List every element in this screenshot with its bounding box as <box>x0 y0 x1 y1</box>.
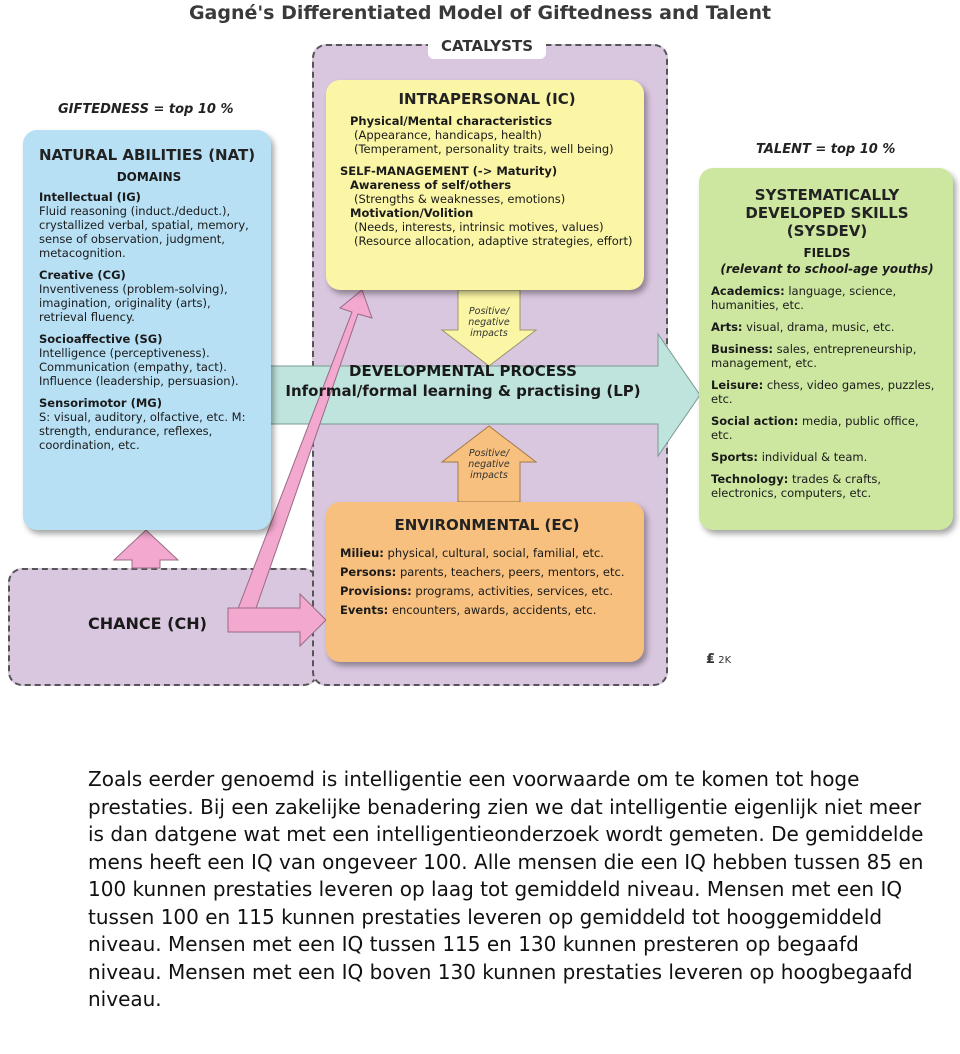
talent-label: TALENT = top 10 % <box>756 142 896 157</box>
process-title: DEVELOPMENTAL PROCESS <box>349 362 577 380</box>
natural-abilities-box: NATURAL ABILITIES (NAT) DOMAINS Intellec… <box>23 130 271 530</box>
env-item: Milieu: physical, cultural, social, fami… <box>340 546 604 560</box>
nat-subheading: DOMAINS <box>116 170 182 184</box>
intra-line: (Appearance, handicaps, health) <box>354 128 542 142</box>
nat-item: Intellectual (IG)Fluid reasoning (induct… <box>39 190 249 260</box>
nat-item: Socioaffective (SG)Intelligence (percept… <box>39 332 239 388</box>
sysdev-item: Arts: visual, drama, music, etc. <box>711 320 895 334</box>
nat-item: Sensorimotor (MG)S: visual, auditory, ol… <box>39 396 246 452</box>
sysdev-item: Technology: trades & crafts, electronics… <box>711 472 882 500</box>
process-subtitle: Informal/formal learning & practising (L… <box>285 382 641 400</box>
developmental-process: DEVELOPMENTAL PROCESS Informal/formal le… <box>268 362 658 400</box>
sysdev-item: Sports: individual & team. <box>711 450 868 464</box>
sysdev-heading: SYSTEMATICALLY DEVELOPED SKILLS (SYSDEV) <box>745 186 909 240</box>
sysdev-item: Academics: language, science, humanities… <box>711 284 897 312</box>
arrows-layer <box>112 289 701 648</box>
intra-motivation-title: Motivation/Volition <box>350 206 474 220</box>
catalysts-label: CATALYSTS <box>428 33 546 59</box>
env-impact-arrow <box>440 425 538 503</box>
environmental-box: ENVIRONMENTAL (EC) Milieu: physical, cul… <box>326 502 644 662</box>
nat-item: Creative (CG)Inventiveness (problem-solv… <box>39 268 228 324</box>
intra-impact-arrow <box>440 289 538 367</box>
body-paragraph: Zoals eerder genoemd is intelligentie ee… <box>88 767 924 1011</box>
intra-physical-title: Physical/Mental characteristics <box>350 114 553 128</box>
intra-line: (Needs, interests, intrinsic motives, va… <box>354 220 604 234</box>
sysdev-box: SYSTEMATICALLY DEVELOPED SKILLS (SYSDEV)… <box>699 168 953 530</box>
copyright-icon: ₤ <box>706 652 716 667</box>
env-heading: ENVIRONMENTAL (EC) <box>394 516 580 534</box>
chance-to-nat-arrow <box>112 529 180 569</box>
intra-line: (Resource allocation, adaptive strategie… <box>354 234 633 248</box>
chance-to-env-arrow <box>227 592 327 648</box>
nat-heading: NATURAL ABILITIES (NAT) <box>39 146 256 164</box>
env-item: Events: encounters, awards, accidents, e… <box>340 603 597 617</box>
chance-label: CHANCE (CH) <box>88 614 207 633</box>
impact-label-bottom: Positive/ negative impacts <box>468 448 510 481</box>
impact-label-top: Positive/ negative impacts <box>468 306 510 339</box>
env-item: Provisions: programs, activities, servic… <box>340 584 614 598</box>
intra-self-management: SELF-MANAGEMENT (-> Maturity) <box>340 164 558 178</box>
sysdev-item: Social action: media, public office, etc… <box>711 414 919 442</box>
intra-line: (Strengths & weaknesses, emotions) <box>354 192 566 206</box>
copyright-logo: ₤ 2K <box>706 652 731 667</box>
intra-line: (Temperament, personality traits, well b… <box>354 142 614 156</box>
intrapersonal-box: INTRAPERSONAL (IC) Physical/Mental chara… <box>326 80 644 290</box>
sysdev-subheading: FIELDS <box>803 246 851 260</box>
chance-to-intra-arrow <box>235 289 373 615</box>
gagne-diagram: Gagné's Differentiated Model of Giftedne… <box>8 2 953 686</box>
sysdev-item: Leisure: chess, video games, puzzles, et… <box>711 378 935 406</box>
giftedness-label: GIFTEDNESS = top 10 % <box>58 102 234 117</box>
sysdev-item: Business: sales, entrepreneurship, manag… <box>711 342 917 370</box>
sysdev-subnote: (relevant to school-age youths) <box>720 262 934 276</box>
intra-awareness-title: Awareness of self/others <box>350 178 512 192</box>
env-item: Persons: parents, teachers, peers, mento… <box>340 565 625 579</box>
intra-heading: INTRAPERSONAL (IC) <box>398 90 576 108</box>
developmental-arrow <box>267 332 701 458</box>
diagram-title: Gagné's Differentiated Model of Giftedne… <box>188 2 772 24</box>
logo-text: 2K <box>718 655 732 666</box>
